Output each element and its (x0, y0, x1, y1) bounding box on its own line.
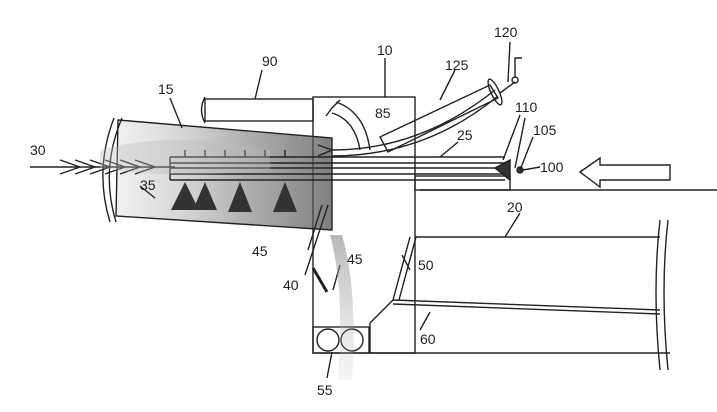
label-60: 60 (420, 331, 436, 347)
label-25: 25 (457, 127, 473, 143)
deflector-50b (398, 236, 417, 301)
label-10: 10 (377, 42, 393, 58)
label-35: 35 (140, 177, 156, 193)
drum-open-end (108, 117, 123, 223)
support-block (414, 175, 511, 191)
arrow-85 (331, 112, 361, 151)
deflector-50 (392, 236, 411, 301)
spray-cones (171, 182, 297, 212)
leader-110a (502, 114, 521, 161)
leader-40 (304, 204, 329, 276)
plate-60-lower (392, 303, 661, 315)
valve-arm (499, 81, 516, 94)
label-40: 40 (283, 277, 299, 293)
fitting-105 (493, 158, 511, 182)
label-90: 90 (262, 53, 278, 69)
leader-20 (504, 212, 521, 238)
feed-arrow-100 (578, 156, 671, 189)
leader-110b (514, 117, 526, 169)
material-stream (330, 235, 354, 380)
drum-15 (115, 119, 333, 231)
chute-slope (369, 299, 394, 324)
leader-15 (169, 97, 183, 129)
label-100: 100 (540, 159, 564, 175)
feed-tube (331, 89, 496, 151)
label-30: 30 (30, 142, 46, 158)
label-50: 50 (418, 257, 434, 273)
feed-tube-2 (331, 95, 499, 157)
chute-break-line (655, 219, 661, 371)
leader-100 (522, 166, 541, 171)
roller-left (316, 328, 340, 352)
feeder-125 (379, 84, 499, 153)
label-85: 85 (375, 105, 391, 121)
label-45a: 45 (252, 243, 268, 259)
leader-35 (139, 185, 156, 199)
leader-125 (439, 69, 456, 101)
label-120: 120 (494, 24, 518, 40)
arrow-85-head (325, 99, 341, 117)
label-55: 55 (317, 382, 333, 398)
valve-handle (514, 57, 522, 77)
spray-haze (100, 140, 270, 175)
leader-50 (401, 254, 411, 271)
cylinder-cap (200, 96, 206, 124)
plate-60 (392, 299, 661, 311)
feeder-flange (487, 78, 503, 106)
label-45b: 45 (347, 251, 363, 267)
leader-55 (326, 351, 333, 379)
leader-105 (519, 136, 534, 171)
label-125: 125 (445, 57, 469, 73)
cylinder-90 (204, 98, 314, 122)
label-15: 15 (158, 81, 174, 97)
leader-120 (507, 41, 511, 83)
leader-90 (254, 69, 263, 100)
nozzle-row (184, 150, 286, 157)
label-110: 110 (515, 99, 538, 115)
leader-60 (419, 311, 431, 331)
arrow-85-outer (335, 101, 371, 151)
label-105: 105 (533, 122, 557, 138)
leader-45a (307, 204, 323, 251)
labels: 10 15 20 25 30 35 40 45 45 50 55 60 85 9… (30, 24, 564, 398)
label-20: 20 (507, 199, 523, 215)
entry-arrows-30 (30, 159, 175, 175)
leader-25 (439, 141, 459, 158)
inner-flap (311, 267, 329, 293)
chute-break-line-2 (663, 219, 669, 371)
